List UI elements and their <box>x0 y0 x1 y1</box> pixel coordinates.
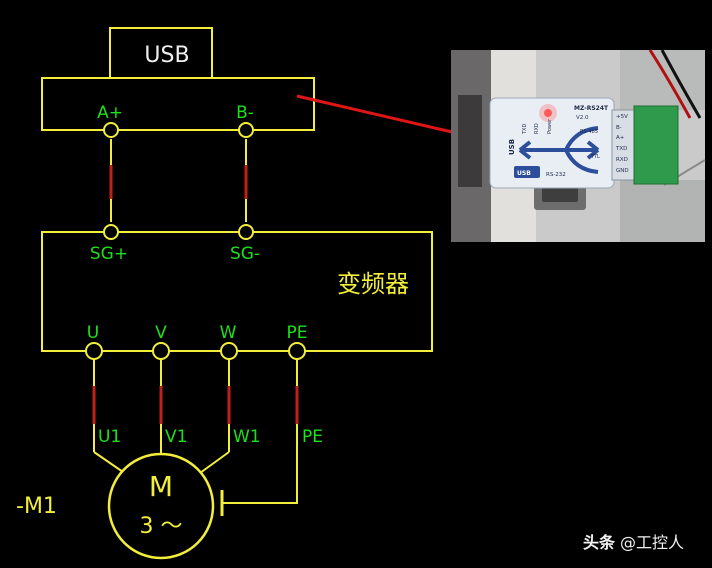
photo-black-wire <box>660 49 702 119</box>
terminal-sg-minus <box>238 224 254 240</box>
terminal-label-pe: PE <box>287 323 308 343</box>
terminal-label-a-plus: A+ <box>97 103 123 123</box>
watermark-brand: 头条 <box>583 533 616 552</box>
terminal-label-b-minus: B- <box>236 103 254 123</box>
cable-label-pe: PE <box>302 427 323 447</box>
terminal-label-sg-plus: SG+ <box>90 244 128 264</box>
photo-port-rs232: RS-232 <box>546 172 566 178</box>
motor-cables: U1 V1 W1 PE <box>85 342 323 516</box>
photo-port-ttl: TTL <box>590 154 600 160</box>
photo-pin-5v: +5V <box>616 114 628 120</box>
usb-title: USB <box>144 43 189 68</box>
terminal-b-minus <box>238 122 254 138</box>
photo-model: MZ-RS24T <box>574 105 609 112</box>
terminal-label-sg-minus: SG- <box>230 244 260 264</box>
photo-usb-logo <box>514 166 540 178</box>
watermark: 头条 @工控人 <box>583 533 684 552</box>
terminal-a-plus <box>103 122 119 138</box>
motor-letter: M <box>149 470 173 503</box>
terminal-sg-plus <box>103 224 119 240</box>
cable-label-w1: W1 <box>233 427 261 447</box>
photo-led-power: Power <box>547 118 553 134</box>
wire-w-to-motor <box>199 451 230 474</box>
photo-usb-plug <box>458 95 482 187</box>
photo-pin-a: A+ <box>616 135 625 141</box>
comm-cable <box>103 122 254 222</box>
photo-lower-right <box>620 180 705 242</box>
terminal-pe <box>288 342 306 360</box>
photo-led-rxd: RXD <box>534 123 540 134</box>
motor-symbol <box>107 452 215 560</box>
pointer-line <box>296 94 453 134</box>
photo-pin-rxd: RXD <box>616 157 628 163</box>
photo-pin-txd: TXD <box>615 146 627 152</box>
terminal-w <box>220 342 238 360</box>
terminal-label-v: V <box>155 323 167 343</box>
inverter-title: 变频器 <box>337 270 409 298</box>
photo-db9-face <box>542 186 578 202</box>
photo-pin-b: B- <box>616 125 622 131</box>
watermark-account: @工控人 <box>620 533 684 552</box>
terminal-v <box>152 342 170 360</box>
photo-version: V2.0 <box>576 115 589 121</box>
photo-logo-text: USB <box>517 170 531 177</box>
photo-green-terminal-block <box>633 105 679 185</box>
wire-u-to-motor <box>93 451 124 473</box>
photo-pin-gnd: GND <box>616 168 629 174</box>
photo-port-usb: USB <box>508 139 516 155</box>
converter-photo: MZ-RS24T V2.0 +5V B- A+ TXD RXD GND TXD … <box>451 49 706 242</box>
photo-upper-right <box>620 50 705 110</box>
terminal-u <box>85 342 103 360</box>
cable-label-v1: V1 <box>165 427 187 447</box>
usb-converter: USB A+ B- <box>41 27 315 131</box>
terminal-label-w: W <box>220 323 237 343</box>
photo-port-rs485: RS-485 <box>580 129 598 135</box>
wire-pe-to-ground <box>222 424 298 504</box>
photo-led-txd: TXD <box>522 124 528 135</box>
terminal-label-u: U <box>87 323 99 343</box>
motor: M 3 ～ -M1 <box>16 452 215 560</box>
cable-label-u1: U1 <box>98 427 121 447</box>
photo-power-led <box>544 109 552 117</box>
photo-arrow-icon <box>518 140 600 160</box>
motor-ref: -M1 <box>16 494 57 519</box>
usb-converter-box <box>41 77 315 131</box>
photo-red-wire <box>648 49 692 119</box>
motor-phase: 3 ～ <box>140 514 183 539</box>
